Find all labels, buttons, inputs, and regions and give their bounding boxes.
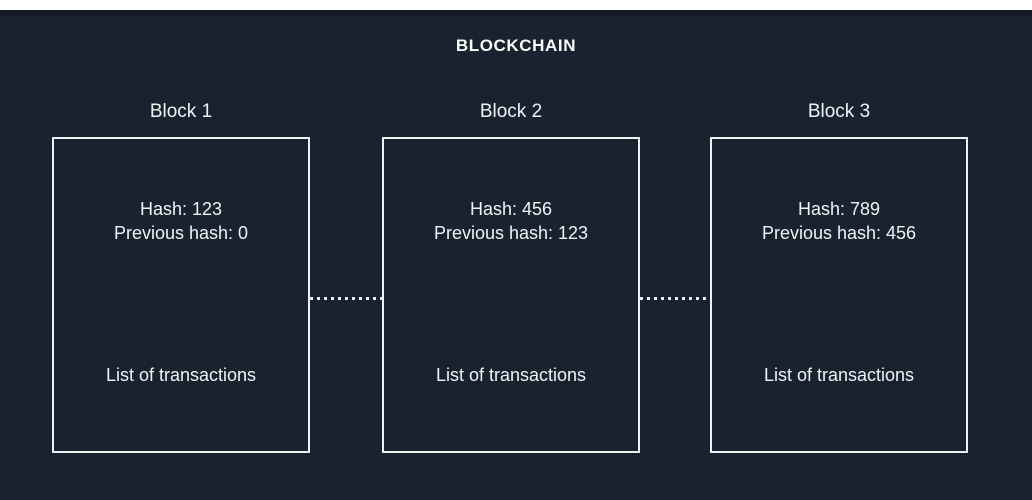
block-1-previous-hash: Previous hash: 0 xyxy=(113,223,249,243)
block-1-box: Hash: 123 Previous hash: 0 List of trans… xyxy=(52,137,310,453)
block-1-label: Block 1 xyxy=(149,101,213,122)
block-3-box: Hash: 789 Previous hash: 456 List of tra… xyxy=(710,137,968,453)
block-2-previous-hash: Previous hash: 123 xyxy=(433,223,589,243)
block-2-label: Block 2 xyxy=(479,101,543,122)
diagram-title: BLOCKCHAIN xyxy=(455,36,577,55)
block-3-previous-hash: Previous hash: 456 xyxy=(761,223,917,243)
top-dark-bar xyxy=(0,10,1032,16)
block-1-group: Block 1 Hash: 123 Previous hash: 0 List … xyxy=(52,100,310,453)
connector-block1-block2 xyxy=(310,297,382,300)
block-2-box: Hash: 456 Previous hash: 123 List of tra… xyxy=(382,137,640,453)
block-2-hash-group: Hash: 456 Previous hash: 123 xyxy=(384,197,638,245)
block-1-transactions: List of transactions xyxy=(105,365,257,385)
block-2-group: Block 2 Hash: 456 Previous hash: 123 Lis… xyxy=(382,100,640,453)
block-3-label: Block 3 xyxy=(807,101,871,122)
block-3-hash-group: Hash: 789 Previous hash: 456 xyxy=(712,197,966,245)
block-3-hash: Hash: 789 xyxy=(797,199,881,219)
block-2-transactions: List of transactions xyxy=(435,365,587,385)
block-3-transactions: List of transactions xyxy=(763,365,915,385)
block-1-hash-group: Hash: 123 Previous hash: 0 xyxy=(54,197,308,245)
top-white-strip xyxy=(0,0,1032,10)
blockchain-diagram: BLOCKCHAIN Block 1 Hash: 123 Previous ha… xyxy=(0,16,1032,500)
block-2-hash: Hash: 456 xyxy=(469,199,553,219)
block-1-hash: Hash: 123 xyxy=(139,199,223,219)
connector-block2-block3 xyxy=(640,297,710,300)
block-3-group: Block 3 Hash: 789 Previous hash: 456 Lis… xyxy=(710,100,968,453)
